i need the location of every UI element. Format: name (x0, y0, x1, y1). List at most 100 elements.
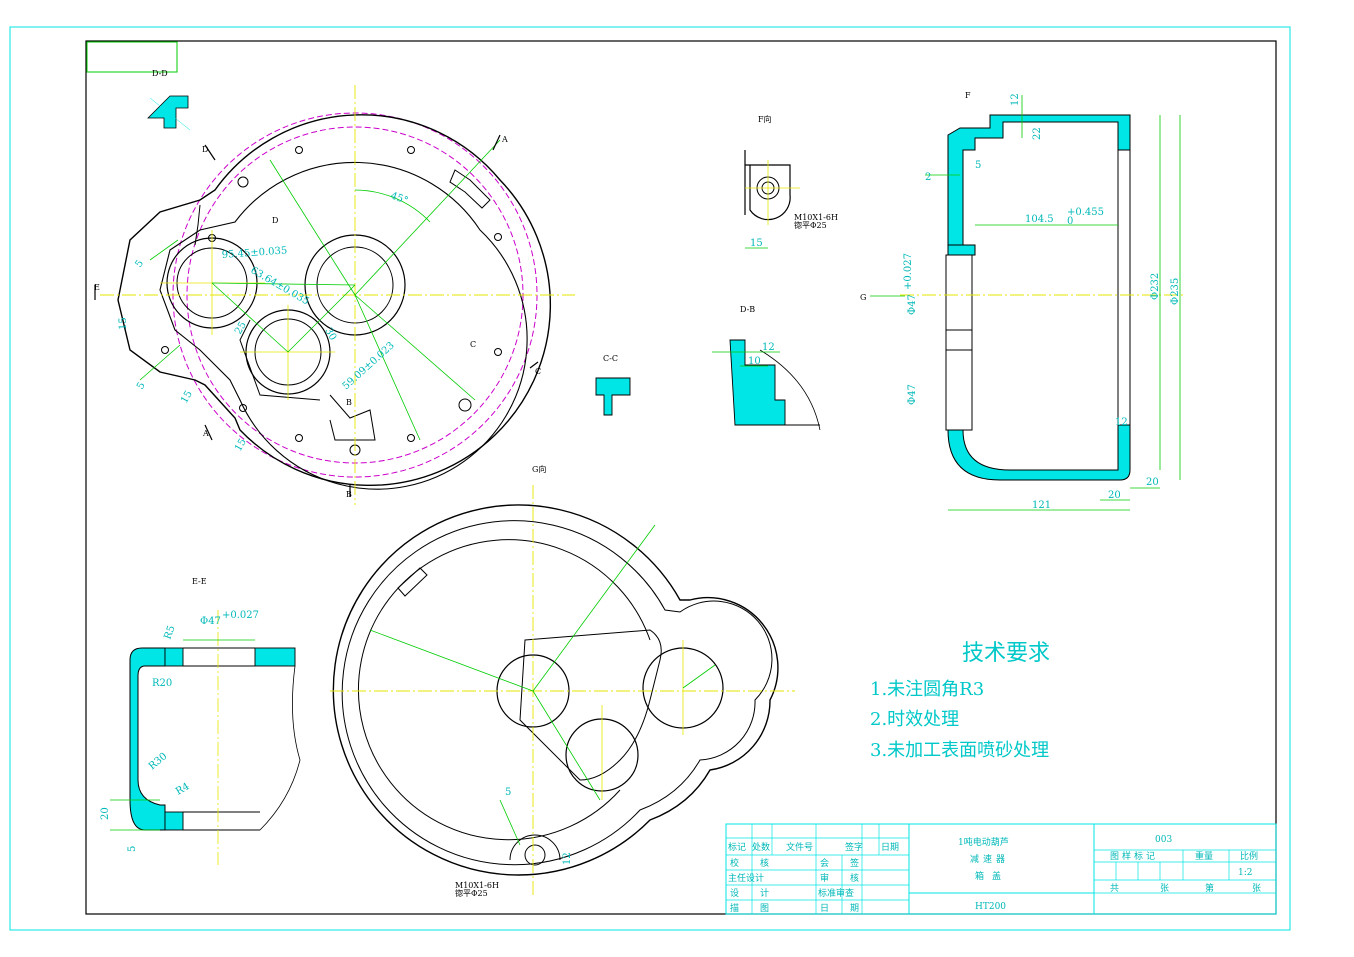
tb-r2-c: 核 (850, 872, 859, 884)
section-mark-d2: D (272, 216, 278, 225)
tb-material: HT200 (975, 902, 1006, 912)
f-view: F向 15 M10X1-6H 锪平Φ25 (744, 114, 838, 249)
requirement-2: 2.时效处理 (870, 709, 959, 730)
tb-r4-c: 日 (820, 903, 829, 914)
f-view-label: F向 (758, 114, 772, 124)
dim-15b: 15 (233, 437, 249, 454)
side-dim-47b: Φ47 (907, 384, 918, 405)
tb-r1-a: 校 (730, 857, 739, 869)
side-dim-235: Φ235 (1170, 278, 1181, 305)
side-dim-104-tol: +0.455 (1067, 207, 1104, 218)
side-dim-47-tol: +0.027 (903, 253, 914, 290)
tb-assembly: 减速器 (970, 853, 1009, 865)
technical-requirements: 技术要求 1.未注圆角R3 2.时效处理 3.未加工表面喷砂处理 (870, 641, 1050, 761)
tb-r2-b: 审 (820, 872, 829, 884)
tb-r2-a: 主任设计 (728, 872, 764, 884)
ee-dim-47-tol: +0.027 (222, 610, 259, 621)
tb-info-weight: 重量 (1195, 850, 1213, 862)
dim-95: 95.45±0.035 (221, 245, 287, 261)
dim-30: 30 (322, 326, 338, 343)
tb-scale: 1:2 (1238, 868, 1252, 878)
tb-r3-c: 标准审查 (818, 887, 854, 899)
tb-header-doc: 文件号 (786, 841, 813, 853)
cc-section: C-C (595, 354, 631, 416)
requirement-3: 3.未加工表面喷砂处理 (870, 740, 1049, 761)
section-mark-f: F (965, 91, 971, 100)
section-mark-a1: A (501, 135, 508, 144)
tb-r4-b: 图 (760, 903, 769, 914)
ee-dim-r30: R30 (147, 751, 170, 772)
g-dim-5: 5 (505, 787, 511, 798)
g-view-label: G向 (532, 464, 546, 474)
tb-info-marks: 图样标记 (1110, 850, 1158, 862)
ee-label: E-E (192, 577, 207, 586)
tb-r1-c: 会 (820, 857, 829, 869)
g-thread: M10X1-6H (455, 881, 499, 890)
tb-r4-d: 期 (850, 903, 859, 914)
tb-sheet-total: 共 (1110, 883, 1119, 894)
dim-59: 59.09±0.023 (341, 340, 397, 392)
side-section-view: F G 12 22 5 2 104.5 +0.455 0 Φ232 Φ235 Φ… (860, 91, 1185, 511)
side-dim-22: 22 (1032, 127, 1043, 140)
tb-product: 1吨电动葫芦 (958, 836, 1009, 848)
tb-header-sign: 签字 (845, 841, 863, 853)
db-dim-10: 10 (748, 356, 761, 367)
cc-label: C-C (603, 354, 618, 363)
dim-63: 63.64±0.035 (249, 265, 311, 307)
tb-r3-a: 设 (730, 888, 739, 899)
section-mark-g: G (860, 293, 866, 302)
section-mark-c2: C (535, 367, 541, 376)
side-dim-5: 5 (975, 160, 981, 171)
tb-sheet-no: 第 (1205, 882, 1214, 894)
tb-r4-a: 描 (730, 902, 739, 914)
tb-sheet-unit1: 张 (1160, 883, 1169, 894)
tb-header-mark: 标记 (728, 841, 746, 853)
db-label: D-B (740, 305, 755, 314)
side-dim-47a: Φ47 (907, 294, 918, 315)
section-mark-b2: B (346, 490, 352, 499)
tb-drawing-no: 003 (1155, 835, 1172, 845)
f-thread: M10X1-6H (794, 213, 838, 222)
section-dd-label: D-D (152, 69, 168, 78)
section-mark-b1: B (346, 398, 352, 407)
tb-r3-b: 计 (760, 887, 769, 899)
tb-r1-d: 签 (850, 857, 859, 869)
main-front-view: D D A A C C B B E 45° 95.45±0.035 63.64±… (94, 85, 575, 505)
g-spotface: 锪平Φ25 (455, 888, 488, 898)
ee-dim-47: Φ47 (200, 616, 221, 627)
ee-dim-20: 20 (100, 807, 111, 820)
side-dim-12: 12 (1010, 93, 1021, 106)
side-dim-104-tol0: 0 (1067, 216, 1073, 227)
db-dim-12: 12 (762, 342, 775, 353)
ee-dim-r20: R20 (152, 678, 172, 689)
section-mark-e: E (94, 283, 100, 292)
tb-header-count: 处数 (752, 841, 770, 853)
f-spotface: 锪平Φ25 (794, 220, 827, 230)
db-section: D-B 12 10 (712, 305, 821, 431)
tb-info-scale: 比例 (1240, 850, 1258, 862)
ee-dim-r4: R4 (174, 781, 192, 797)
dim-5b: 5 (135, 380, 148, 391)
tb-r1-b: 核 (760, 857, 769, 869)
g-view: G向 M10X1-6H 锪平Φ25 5 12 (330, 464, 795, 898)
side-dim-104: 104.5 (1025, 214, 1054, 225)
ee-dim-5: 5 (127, 846, 138, 852)
title-block: 标记 处数 文件号 签字 日期 校 核 会 签 主任设计 审 核 设 计 标准审… (725, 823, 1277, 915)
section-mark-c1: C (470, 340, 476, 349)
dim-15c: 15 (118, 317, 129, 330)
ee-section: E-E Φ47 +0.027 R5 R20 R30 R4 20 5 (100, 577, 301, 865)
section-mark-d1: D (202, 145, 208, 154)
sheet-border (9, 26, 1291, 931)
side-dim-12b: 12 (1115, 417, 1128, 428)
dim-5a: 5 (133, 258, 146, 270)
ee-dim-r5: R5 (162, 624, 177, 641)
g-dim-12: 12 (562, 852, 573, 865)
section-dd-view: D-D (147, 69, 191, 131)
tb-header-date: 日期 (881, 842, 899, 853)
dim-25: 25 (233, 320, 249, 337)
side-dim-2: 2 (925, 172, 931, 183)
section-mark-a2: A (202, 429, 209, 438)
requirements-title: 技术要求 (962, 641, 1050, 666)
tb-sheet-unit2: 张 (1252, 883, 1261, 894)
